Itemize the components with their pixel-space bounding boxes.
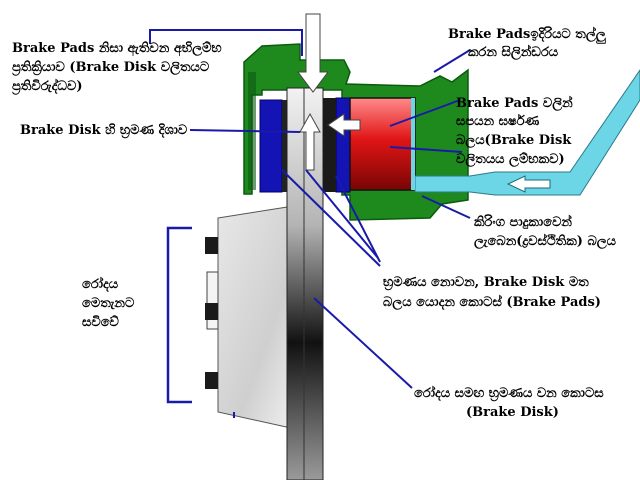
hub-bolt — [205, 303, 218, 320]
reaction-force-arrow — [297, 13, 329, 93]
svg-text:බලය(Brake Disk: බලය(Brake Disk — [456, 133, 572, 149]
label-rotation-direction: Brake Disk හි භ්‍රමණ දිශාව — [20, 122, 188, 139]
friction-force-arrow — [327, 113, 361, 137]
label-friction-force: Brake Pads වලින් සපයන ඝර්ෂණ බලය(Brake Di… — [456, 94, 573, 168]
svg-text:බලය යොදන කොටස් (Brake Pads): බලය යොදන කොටස් (Brake Pads) — [383, 293, 601, 311]
brake-pad-left — [259, 99, 283, 193]
label-cylinder: Brake Padsඉදිරියට තල්ලු කරන සිලින්ඩරය — [448, 25, 606, 61]
label-brake-pads: භ්‍රමණය නොවන, Brake Disk මත බලය යොදන කොට… — [383, 275, 601, 311]
svg-text:Brake Padsඉදිරියට තල්ලු: Brake Padsඉදිරියට තල්ලු — [448, 25, 606, 44]
svg-text:රෝදය සමඟ භ්‍රමණය වන කොටස: රෝදය සමඟ භ්‍රමණය වන කොටස — [414, 384, 604, 402]
svg-text:සපයන ඝර්ෂණ: සපයන ඝර්ෂණ — [456, 113, 540, 129]
label-brake-disk: රෝදය සමඟ භ්‍රමණය වන කොටස (Brake Disk) — [414, 384, 604, 420]
hub-bolt — [205, 372, 218, 389]
svg-text:ලැබෙන(ද්‍රවස්ථිතික) බලය: ලැබෙන(ද්‍රවස්ථිතික) බලය — [474, 232, 617, 250]
svg-text:Brake Pads වලින්: Brake Pads වලින් — [456, 94, 573, 112]
leader-lines — [149, 29, 471, 418]
hydraulic-line — [411, 69, 640, 196]
svg-text:ප්‍රතික්‍රියාව (Brake Disk වලි: ප්‍රතික්‍රියාව (Brake Disk වලිතයට — [12, 59, 210, 76]
label-reaction-force: Brake Pads නිසා ඇතිවන අභිලම්භ ප්‍රතික්‍ර… — [12, 40, 222, 95]
svg-text:වලිතයය ලම්භකව): වලිතයය ලම්භකව) — [456, 151, 565, 168]
hub-flange — [206, 271, 219, 330]
wheel-hub — [205, 204, 301, 431]
rotation-direction-arrow — [299, 112, 321, 171]
svg-text:Brake Pads නිසා ඇතිවන අභිලම්භ: Brake Pads නිසා ඇතිවන අභිලම්භ — [12, 40, 222, 57]
piston — [349, 97, 416, 191]
hub-bolt — [205, 237, 218, 254]
label-hydraulic-force: කිරිංග පාදුකාවෙන් ලැබෙන(ද්‍රවස්ථිතික) බල… — [474, 213, 617, 250]
svg-text:කරන සිලින්ඩරය: කරන සිලින්ඩරය — [468, 43, 559, 61]
hub-bracket — [166, 226, 192, 404]
svg-text:(Brake Disk): (Brake Disk) — [466, 405, 559, 420]
hydraulic-flow-arrow — [506, 175, 551, 193]
svg-text:සවිවේ: සවිවේ — [82, 314, 120, 330]
svg-text:රෝදය: රෝදය — [82, 275, 119, 293]
label-hub: රෝදය මෙතැනට සවිවේ — [82, 275, 135, 330]
svg-text:මෙතැනට: මෙතැනට — [82, 296, 135, 311]
svg-text:භ්‍රමණය නොවන, Brake Disk මත: භ්‍රමණය නොවන, Brake Disk මත — [383, 275, 589, 291]
svg-text:කිරිංග පාදුකාවෙන්: කිරිංග පාදුකාවෙන් — [474, 213, 572, 230]
svg-text:ප්‍රතිවිරුද්ධව): ප්‍රතිවිරුද්ධව) — [12, 77, 83, 95]
brake-disk — [286, 87, 324, 480]
brake-pad-right — [335, 97, 351, 193]
